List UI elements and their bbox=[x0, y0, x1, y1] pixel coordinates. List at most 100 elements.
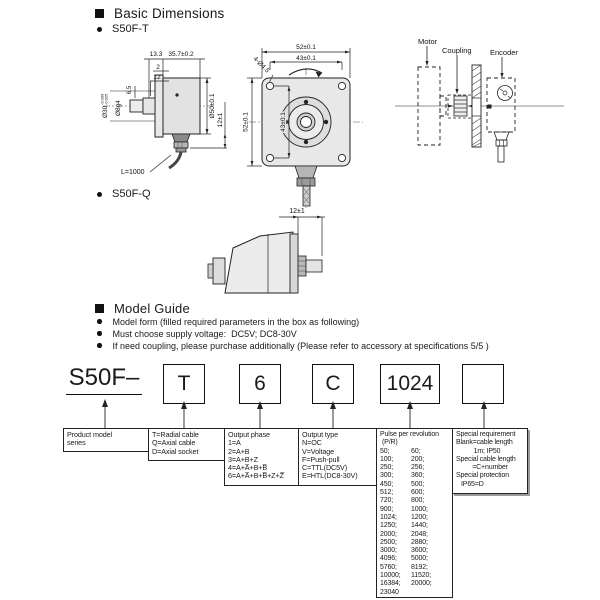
cable-length-label: L=1000 bbox=[121, 169, 145, 176]
desc-line: IP65=D bbox=[461, 480, 484, 488]
desc-line: Output phase bbox=[228, 430, 270, 439]
square-bullet-icon bbox=[95, 304, 104, 313]
model-box-cable-type: T bbox=[163, 364, 205, 404]
pulse-row: 23040 bbox=[380, 589, 449, 597]
pulse-value: 500; bbox=[411, 480, 425, 488]
pulse-value: 8192; bbox=[411, 563, 428, 571]
mounting-wall bbox=[471, 64, 482, 148]
pulse-value: 50; bbox=[380, 447, 390, 455]
pulse-value: 800; bbox=[411, 497, 425, 505]
pulse-value: 11520; bbox=[411, 572, 431, 580]
pulse-value: 1200; bbox=[411, 513, 428, 521]
note-model-form: Model form (filled required parameters i… bbox=[97, 317, 359, 327]
desc-line: E=HTL(DC8-30V) bbox=[302, 471, 358, 481]
pulse-row: 5760; 8192; bbox=[380, 564, 449, 572]
variant-t-label: S50F-T bbox=[112, 23, 149, 35]
pulse-value: 900; bbox=[380, 505, 394, 513]
pulse-value: 720; bbox=[380, 497, 394, 505]
pulse-value: 5760; bbox=[380, 563, 397, 571]
pulse-value: 360; bbox=[411, 472, 425, 480]
pulse-value: 23040 bbox=[380, 588, 399, 596]
pulse-value: 2880; bbox=[411, 538, 428, 546]
dim-4-holes: 4-Ø4.5 bbox=[252, 55, 271, 74]
pulse-value: 2048; bbox=[411, 530, 428, 538]
desc-line: series bbox=[67, 438, 86, 448]
desc-line: Special requirement bbox=[456, 431, 516, 438]
encoder-label: Encoder bbox=[490, 48, 518, 57]
dim-43-top: 43±0.1 bbox=[296, 55, 316, 62]
desc-line: 2=A+B bbox=[228, 446, 250, 456]
pulse-value: 600; bbox=[411, 489, 425, 497]
top-dimension-lines bbox=[134, 58, 205, 98]
dim-d50: Ø50±0.1 bbox=[209, 93, 216, 118]
desc-line: Q=Axial cable bbox=[152, 438, 196, 448]
pulse-row: 1024; 1200; bbox=[380, 514, 449, 522]
pulse-value: 1440; bbox=[411, 522, 428, 530]
dim-52-left: 52±0.1 bbox=[243, 112, 250, 132]
pulse-value: 2000; bbox=[380, 530, 397, 538]
desc-line: 3=A+B+Z bbox=[228, 454, 258, 464]
flange-shape bbox=[261, 77, 351, 167]
dim-12: 12 bbox=[153, 74, 161, 81]
q-encoder-shape bbox=[207, 231, 323, 294]
pulse-value: 2500; bbox=[380, 538, 397, 546]
pulse-row: 16384; 20000; bbox=[380, 580, 449, 588]
pulse-value: 20000; bbox=[411, 580, 432, 588]
desc-line: Output type bbox=[302, 430, 339, 439]
cable-gland-shape bbox=[168, 133, 191, 170]
desc-pulse-per-revolution: Pulse per revolution (P/R) 50;60;100;200… bbox=[376, 428, 453, 598]
installation-diagram: Motor Coupling Encoder bbox=[395, 37, 564, 163]
section-title: Model Guide bbox=[114, 301, 190, 316]
dim-d30-group: Ø30 -0.009 -0.025 bbox=[100, 93, 110, 118]
pulse-value: 10000; bbox=[380, 572, 401, 580]
circle-bullet-icon bbox=[97, 26, 102, 32]
pulse-value: 3600; bbox=[411, 547, 428, 555]
pulse-value: 1024; bbox=[380, 513, 397, 521]
variant-q-header: S50F-Q bbox=[97, 188, 151, 200]
encoder-outline bbox=[486, 77, 516, 163]
pulse-value: 16384; bbox=[380, 580, 401, 588]
variant-q-label: S50F-Q bbox=[112, 188, 151, 200]
pulse-value: 300; bbox=[380, 472, 394, 480]
dim-d30-lower-tol: -0.025 bbox=[104, 93, 109, 105]
front-left-dimension-lines bbox=[247, 77, 290, 167]
pulse-row: 300; 360; bbox=[380, 472, 449, 480]
dim-2: 2 bbox=[156, 64, 160, 71]
section-title: Basic Dimensions bbox=[114, 6, 225, 21]
desc-line: V=Voltage bbox=[302, 446, 335, 456]
note-text: Model form (filled required parameters i… bbox=[112, 317, 360, 327]
pulse-value: 5000; bbox=[411, 555, 428, 563]
pulse-row: 450;500; bbox=[380, 481, 449, 489]
model-box-pulse: 1024 bbox=[380, 364, 440, 404]
dim-d30: Ø30 bbox=[102, 105, 109, 118]
s50f-t-front-view-drawing: 52±0.1 43±0.1 4-Ø4.5 52±0.1 43±0.1 bbox=[243, 44, 363, 208]
circle-bullet-icon bbox=[97, 319, 102, 324]
pulse-row: 900; 1000; bbox=[380, 506, 449, 514]
pulse-row: 100;200; bbox=[380, 456, 449, 464]
s50f-t-side-view-drawing: 13.3 35.7±0.2 2 12 6.5 Ø30 -0.009 -0.025… bbox=[100, 51, 227, 176]
desc-line: N=OC bbox=[302, 438, 322, 448]
pulse-value: 100; bbox=[380, 455, 394, 463]
square-bullet-icon bbox=[95, 9, 104, 18]
pulse-value: 1250; bbox=[380, 522, 397, 530]
pulse-title: Pulse per revolution bbox=[380, 431, 439, 438]
pulse-list: 50;60;100;200;250;256;300;360;450;500;51… bbox=[380, 448, 449, 597]
pulse-value: 1000; bbox=[411, 505, 428, 513]
desc-line: Blank=cable length bbox=[456, 439, 513, 447]
pulse-value: 60; bbox=[411, 447, 421, 455]
circle-bullet-icon bbox=[97, 343, 102, 348]
model-box-output-type: C bbox=[312, 364, 354, 404]
front-top-dimension-lines bbox=[261, 48, 351, 78]
motor-outline bbox=[417, 66, 447, 146]
pulse-row: 1250; 1440; bbox=[380, 522, 449, 530]
coupling-shape bbox=[447, 94, 474, 119]
pulse-row: 720; 800; bbox=[380, 497, 449, 505]
pulse-row: 2500; 2880; bbox=[380, 539, 449, 547]
section-model-guide-header: Model Guide bbox=[95, 301, 190, 316]
desc-line: T=Radial cable bbox=[152, 430, 199, 439]
circle-bullet-icon bbox=[97, 191, 102, 197]
